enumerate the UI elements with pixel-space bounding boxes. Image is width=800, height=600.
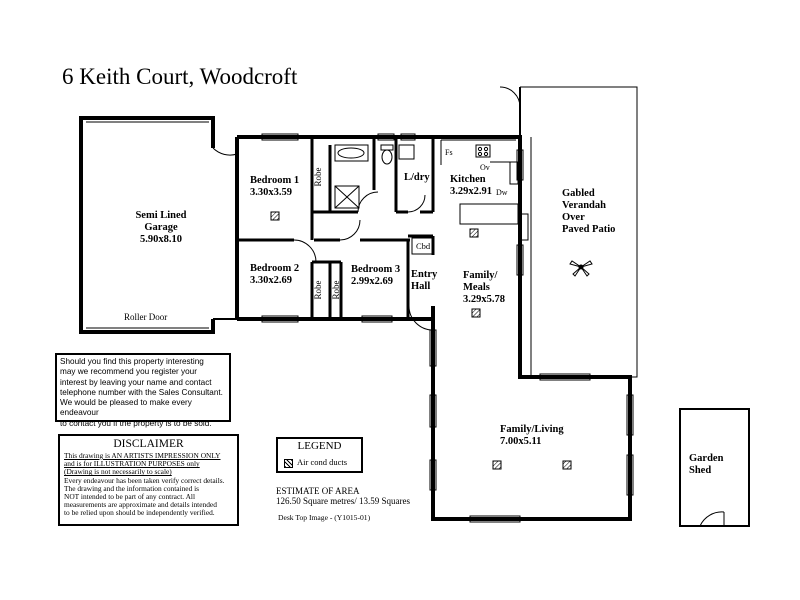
air-cond-duct-icon [492, 460, 502, 470]
entry-hall-label: Entry Hall [411, 269, 437, 293]
disclaimer-line: The drawing and the information containe… [64, 483, 200, 493]
family-living-name: Family/Living [500, 424, 564, 435]
kitchen-fixtures [440, 139, 529, 241]
door-swings [293, 86, 521, 331]
robe-label-bed3: Robe [331, 280, 341, 300]
garage-walls [79, 116, 239, 334]
air-cond-duct-icon [270, 211, 280, 221]
verandah-label: Gabled Verandah Over Paved Patio [562, 188, 615, 236]
disclaimer-underlined-line: and is for ILLUSTRATION PURPOSES only [64, 459, 200, 469]
air-cond-duct-icon [469, 228, 479, 238]
robe-label-bed1: Robe [313, 167, 323, 187]
bedroom1-size: 3.30x3.59 [250, 187, 292, 198]
bedroom1-name: Bedroom 1 [250, 175, 300, 186]
register-interest-note: Should you find this property interestin… [55, 353, 231, 428]
bedroom2-label: Bedroom 2 3.30x2.69 [250, 263, 299, 287]
air-cond-swatch-icon [284, 458, 293, 468]
legend-item: Air cond ducts [284, 457, 347, 468]
garden-shed-label: Garden Shed [689, 453, 723, 477]
family-living-label: Family/Living 7.00x5.11 [500, 424, 564, 448]
bedroom1-label: Bedroom 1 3.30x3.59 [250, 175, 299, 199]
bathroom-fixtures [334, 144, 415, 209]
family-meals-size: 3.29x5.78 [463, 294, 505, 305]
family-living-size: 7.00x5.11 [500, 436, 542, 447]
bedroom3-size: 2.99x2.69 [351, 276, 393, 287]
verandah-line2: Verandah [562, 200, 606, 211]
desk-top-image-ref: Desk Top Image - (Y1015-01) [278, 513, 371, 522]
family-meals-line1: Family/ [463, 270, 498, 281]
fs-label: Fs [445, 148, 453, 157]
family-meals-line2: Meals [463, 282, 490, 293]
air-cond-duct-icon [471, 308, 481, 318]
verandah-outline [520, 86, 638, 378]
verandah-line4: Paved Patio [562, 224, 616, 235]
cbd-label: Cbd [416, 241, 431, 251]
info-line: Should you find this property interestin… [60, 357, 204, 366]
windows [261, 133, 634, 523]
disclaimer-underlined-line: (Drawing is not necessarily to scale) [64, 467, 172, 477]
entry-line1: Entry [411, 269, 438, 280]
laundry-label: L/dry [404, 172, 430, 183]
garage-label: Semi Lined Garage 5.90x8.10 [118, 210, 204, 246]
estimate-value: 126.50 Square metres/ 13.59 Squares [276, 496, 410, 506]
disclaimer-underlined-line: This drawing is AN ARTISTS IMPRESSION ON… [64, 451, 221, 460]
ov-label: Ov [480, 163, 490, 172]
verandah-line1: Gabled [562, 188, 595, 199]
disclaimer-line: to be relied upon should be independentl… [64, 508, 215, 518]
property-title: 6 Keith Court, Woodcroft [62, 64, 298, 89]
interior-walls [237, 137, 435, 319]
ceiling-fan-icon [569, 260, 593, 277]
legend-item-label: Air cond ducts [297, 457, 348, 467]
kitchen-size: 3.29x2.91 [450, 186, 492, 197]
info-line: telephone number with the Sales Consulta… [60, 387, 223, 397]
air-cond-duct-icon [562, 460, 572, 470]
area-estimate: ESTIMATE OF AREA 126.50 Square metres/ 1… [276, 486, 410, 506]
disclaimer-heading: DISCLAIMER [113, 438, 184, 450]
robe-label-bed2: Robe [313, 280, 323, 300]
garage-name-line2: Garage [144, 222, 178, 233]
estimate-heading: ESTIMATE OF AREA [276, 486, 360, 496]
cbd-cupboard [411, 237, 433, 255]
family-meals-label: Family/ Meals 3.29x5.78 [463, 270, 505, 306]
legend-heading: LEGEND [297, 440, 342, 452]
house-outer-walls [237, 87, 632, 521]
garden-shed-line1: Garden [689, 453, 724, 464]
garage-name-line1: Semi Lined [135, 210, 187, 221]
disclaimer-line: measurements are approximate and details… [64, 500, 217, 510]
info-line: We would be pleased to make every endeav… [60, 398, 192, 418]
verandah-line3: Over [562, 212, 585, 223]
info-line: to contact you if the property is to be … [60, 418, 212, 428]
kitchen-label: Kitchen 3.29x2.91 [450, 174, 492, 198]
dw-label: Dw [496, 188, 508, 197]
bedroom2-name: Bedroom 2 [250, 263, 300, 274]
info-line: may we recommend you register your [60, 367, 197, 377]
bedroom3-label: Bedroom 3 2.99x2.69 [351, 264, 400, 288]
legend-box: LEGEND Air cond ducts [276, 437, 363, 473]
disclaimer-line: NOT intended to be part of any contract.… [64, 492, 196, 502]
kitchen-name: Kitchen [450, 174, 486, 185]
disclaimer-line: Every endeavour has been taken verify co… [64, 475, 225, 485]
garage-size: 5.90x8.10 [140, 234, 182, 245]
garden-shed [679, 408, 750, 527]
bedroom2-size: 3.30x2.69 [250, 275, 292, 286]
disclaimer-box: DISCLAIMER This drawing is AN ARTISTS IM… [58, 434, 239, 526]
info-line: interest by leaving your name and contac… [60, 377, 212, 387]
air-cond-ducts [270, 211, 572, 470]
roller-door-label: Roller Door [124, 312, 168, 322]
garden-shed-line2: Shed [689, 465, 712, 476]
bedroom3-name: Bedroom 3 [351, 264, 401, 275]
entry-line2: Hall [411, 281, 431, 292]
